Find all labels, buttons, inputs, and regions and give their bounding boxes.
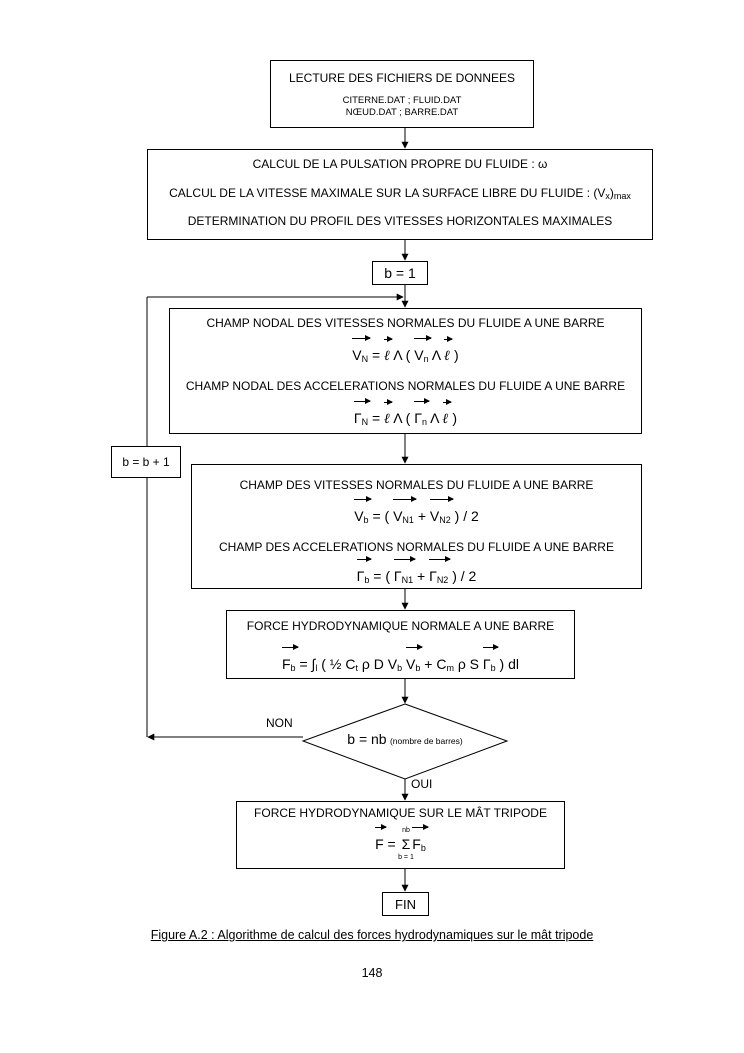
vector-gb: Γb [356,556,373,585]
vector-ell-2: ℓ [444,336,454,364]
bar-eq-velocity: Vb = ( VN1 + VN2 ) / 2 [354,496,479,525]
vector-vn2: VN2 [429,496,454,525]
bar-eq-acceleration: Γb = ( ΓN1 + ΓN2 ) / 2 [356,556,477,585]
read-files-line1: CITERNE.DAT ; FLUID.DAT [342,95,462,106]
vector-vn1: VN1 [393,496,417,525]
force-total-box: FORCE HYDRODYNAMIQUE SUR LE MÂT TRIPODE … [236,801,565,869]
end-label: FIN [395,897,416,912]
vector-lhs: ΓN [353,398,372,427]
vector-lhs: VN [352,335,371,364]
decision-no-label: NON [266,716,293,730]
increment-box: b = b + 1 [111,446,181,478]
nodal-eq-acceleration: ΓN = ℓ Λ ( Γn Λ ℓ ) [353,398,458,427]
bar-title-velocity: CHAMP DES VITESSES NORMALES DU FLUIDE A … [239,478,594,492]
end-box: FIN [382,892,429,916]
vector-gn: Γn [414,398,430,427]
vector-vb: Vb [406,644,424,673]
nodal-field-box: CHAMP NODAL DES VITESSES NORMALES DU FLU… [169,308,642,434]
vector-fb: Fb [281,644,299,673]
vector-f: F [375,824,387,852]
pulsation-line2-text: CALCUL DE LA VITESSE MAXIMALE SUR LA SUR… [169,186,606,200]
vector-fb: Fb [412,824,429,853]
vector-ell: ℓ [384,399,394,427]
decision-yes-label: OUI [411,777,433,791]
pulsation-close-paren: ) [609,186,614,200]
vector-gn2: ΓN2 [429,556,452,585]
vector-gb: Γb [482,644,499,673]
pulsation-sub-x: x [605,191,610,201]
increment-label: b = b + 1 [122,455,170,469]
figure-caption: Figure A.2 : Algorithme de calcul des fo… [150,928,594,942]
bar-field-box: CHAMP DES VITESSES NORMALES DU FLUIDE A … [191,464,642,589]
vector-vb: Vb [354,496,373,525]
decision-diamond [301,703,509,780]
decision-label: b = nb (nombre de barres) [303,731,507,747]
vector-ell: ℓ [384,336,394,364]
force-bar-eq: Fb = ∫l ( ½ Ct ρ D Vb Vb + Cm ρ S Γb ) d… [281,644,519,673]
nodal-title-velocity: CHAMP NODAL DES VITESSES NORMALES DU FLU… [206,316,605,330]
pulsation-sub-max: max [613,191,631,201]
force-total-title: FORCE HYDRODYNAMIQUE SUR LE MÂT TRIPODE [254,806,547,820]
vector-vn: Vn [414,335,433,364]
vector-ell-2: ℓ [442,399,452,427]
read-files-line2: NŒUD.DAT ; BARRE.DAT [345,107,459,118]
force-bar-box: FORCE HYDRODYNAMIQUE NORMALE A UNE BARRE… [226,610,575,679]
init-label: b = 1 [384,265,416,281]
read-files-box: LECTURE DES FICHIERS DE DONNEES CITERNE.… [270,60,534,128]
read-files-title: LECTURE DES FICHIERS DE DONNEES [288,71,516,85]
nodal-title-acceleration: CHAMP NODAL DES ACCELERATIONS NORMALES D… [185,379,626,393]
force-bar-title: FORCE HYDRODYNAMIQUE NORMALE A UNE BARRE [246,619,555,633]
pulsation-line1: CALCUL DE LA PULSATION PROPRE DU FLUIDE … [252,157,548,171]
pulsation-line3: DETERMINATION DU PROFIL DES VITESSES HOR… [187,214,613,228]
nodal-eq-velocity: VN = ℓ Λ ( Vn Λ ℓ ) [352,335,459,364]
pulsation-line2: CALCUL DE LA VITESSE MAXIMALE SUR LA SUR… [148,186,652,201]
decision-note: (nombre de barres) [389,736,463,746]
init-box: b = 1 [372,261,428,285]
decision-condition: b = nb [347,731,387,747]
vector-gn1: ΓN1 [393,556,417,585]
page-number: 148 [361,966,383,980]
bar-title-acceleration: CHAMP DES ACCELERATIONS NORMALES DU FLUI… [219,540,614,554]
pulsation-box: CALCUL DE LA PULSATION PROPRE DU FLUIDE … [147,149,653,240]
